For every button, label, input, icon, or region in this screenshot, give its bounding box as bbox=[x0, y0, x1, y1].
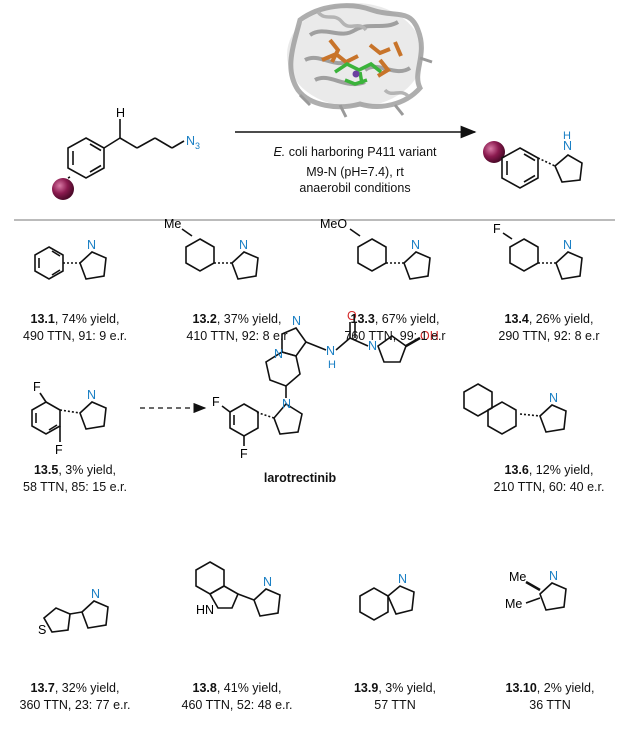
product-bead bbox=[483, 141, 505, 163]
laro-nh-h: H bbox=[328, 359, 336, 371]
label-13-9: 13.9, 3% yield, 57 TTN bbox=[330, 680, 460, 714]
conditions-line-3: anaerobil conditions bbox=[299, 181, 411, 195]
compound-ttn: 36 TTN bbox=[529, 698, 571, 712]
enzyme-illustration bbox=[287, 3, 433, 118]
s-13-7: S bbox=[38, 623, 46, 637]
f1-13-5: F bbox=[33, 380, 41, 394]
label-13-4: 13.4, 26% yield, 290 TTN, 92: 8 e.r bbox=[474, 311, 624, 345]
compound-ttn: 760 TTN, 99: 1 e.r bbox=[344, 329, 446, 343]
nh-13-2: N bbox=[239, 238, 248, 252]
meo-13-3: MeO bbox=[320, 217, 347, 231]
compound-ttn: 58 TTN, 85: 15 e.r. bbox=[23, 480, 127, 494]
structure-13-3 bbox=[349, 228, 431, 280]
label-13-2: 13.2, 37% yield, 410 TTN, 92: 8 e.r bbox=[162, 311, 312, 345]
structure-13-4 bbox=[502, 232, 583, 280]
larotrectinib-name: larotrectinib bbox=[263, 471, 337, 485]
conditions-line-2: M9-N (pH=7.4), rt bbox=[306, 165, 404, 179]
conditions-italic: E. bbox=[273, 145, 286, 159]
compound-ttn: 290 TTN, 92: 8 e.r bbox=[498, 329, 600, 343]
structure-13-7 bbox=[42, 600, 109, 633]
reaction-conditions: E. coli harboring P411 variant M9-N (pH=… bbox=[232, 144, 478, 196]
reactant-structure bbox=[52, 119, 185, 200]
compound-yield: , 3% yield, bbox=[378, 681, 436, 695]
label-13-7: 13.7, 32% yield, 360 TTN, 23: 77 e.r. bbox=[0, 680, 150, 714]
label-13-10: 13.10, 2% yield, 36 TTN bbox=[480, 680, 620, 714]
structure-13-6 bbox=[463, 383, 567, 435]
compound-id: 13.1 bbox=[30, 312, 55, 326]
nh-13-10: N bbox=[549, 569, 558, 583]
nh-13-9: N bbox=[398, 572, 407, 586]
laro-f1: F bbox=[212, 395, 220, 409]
compound-yield: , 3% yield, bbox=[58, 463, 116, 477]
f-13-4: F bbox=[493, 222, 501, 236]
compound-ttn: 410 TTN, 92: 8 e.r bbox=[186, 329, 288, 343]
compound-ttn: 57 TTN bbox=[374, 698, 416, 712]
compound-yield: , 2% yield, bbox=[536, 681, 595, 695]
structure-13-8 bbox=[195, 561, 281, 617]
laro-n4: N bbox=[282, 397, 291, 411]
compound-id: 13.10 bbox=[505, 681, 537, 695]
azide-subscript: 3 bbox=[195, 141, 200, 151]
laro-o: O bbox=[347, 309, 357, 323]
structure-larotrectinib bbox=[221, 322, 421, 446]
compound-yield: , 12% yield, bbox=[528, 463, 594, 477]
structure-13-5 bbox=[31, 392, 107, 442]
laro-n1: N bbox=[292, 314, 301, 328]
label-13-6: 13.6, 12% yield, 210 TTN, 60: 40 e.r. bbox=[474, 462, 624, 496]
laro-n3: N bbox=[368, 339, 377, 353]
laro-oh: OH bbox=[420, 329, 439, 343]
structure-13-1 bbox=[34, 246, 107, 280]
compound-id: 13.9 bbox=[353, 681, 379, 695]
structure-13-10 bbox=[525, 580, 567, 611]
compound-id: 13.6 bbox=[504, 463, 529, 477]
laro-n2: N bbox=[274, 347, 283, 361]
label-13-3: 13.3, 67% yield, 760 TTN, 99: 1 e.r bbox=[320, 311, 470, 345]
product-structure bbox=[483, 141, 583, 189]
laro-f2: F bbox=[240, 447, 248, 461]
structure-13-9 bbox=[359, 585, 415, 621]
me-13-2: Me bbox=[164, 217, 181, 231]
label-13-1: 13.1, 74% yield, 490 TTN, 91: 9 e.r. bbox=[0, 311, 150, 345]
compound-yield: , 37% yield, bbox=[216, 312, 282, 326]
compound-id: 13.8 bbox=[192, 681, 217, 695]
compound-id: 13.2 bbox=[192, 312, 217, 326]
compound-yield: , 26% yield, bbox=[528, 312, 594, 326]
compound-ttn: 490 TTN, 91: 9 e.r. bbox=[23, 329, 127, 343]
nh-13-4: N bbox=[563, 238, 572, 252]
compound-id: 13.7 bbox=[30, 681, 55, 695]
nh-13-8: N bbox=[263, 575, 272, 589]
conditions-rest: coli harboring P411 variant bbox=[285, 145, 437, 159]
label-13-8: 13.8, 41% yield, 460 TTN, 52: 48 e.r. bbox=[162, 680, 312, 714]
me2-13-10: Me bbox=[505, 597, 522, 611]
compound-ttn: 360 TTN, 23: 77 e.r. bbox=[19, 698, 131, 712]
structure-13-2 bbox=[181, 228, 259, 280]
compound-id: 13.3 bbox=[350, 312, 375, 326]
azide-n-label: N bbox=[186, 134, 195, 148]
substituent-bead bbox=[52, 178, 74, 200]
nh-13-1: N bbox=[87, 238, 96, 252]
compound-yield: , 41% yield, bbox=[216, 681, 282, 695]
hn-13-8: HN bbox=[196, 603, 214, 617]
compound-yield: , 67% yield, bbox=[374, 312, 440, 326]
nh-13-5: N bbox=[87, 388, 96, 402]
compound-id: 13.4 bbox=[504, 312, 529, 326]
product-n-label: N bbox=[563, 139, 572, 153]
compound-ttn: 210 TTN, 60: 40 e.r. bbox=[493, 480, 605, 494]
compound-id: 13.5 bbox=[33, 463, 59, 477]
f2-13-5: F bbox=[55, 443, 63, 457]
me1-13-10: Me bbox=[509, 570, 526, 584]
nh-13-3: N bbox=[411, 238, 420, 252]
compound-ttn: 460 TTN, 52: 48 e.r. bbox=[181, 698, 293, 712]
nh-13-6: N bbox=[549, 391, 558, 405]
compound-yield: , 74% yield, bbox=[54, 312, 120, 326]
label-13-5: 13.5, 3% yield, 58 TTN, 85: 15 e.r. bbox=[0, 462, 150, 496]
laro-nh: N bbox=[326, 344, 335, 358]
conditions-line-1: E. coli harboring P411 variant bbox=[232, 144, 478, 160]
nh-13-7: N bbox=[91, 587, 100, 601]
compound-yield: , 32% yield, bbox=[54, 681, 120, 695]
product-h-label: H bbox=[563, 130, 571, 142]
reactant-h-label: H bbox=[116, 106, 125, 120]
